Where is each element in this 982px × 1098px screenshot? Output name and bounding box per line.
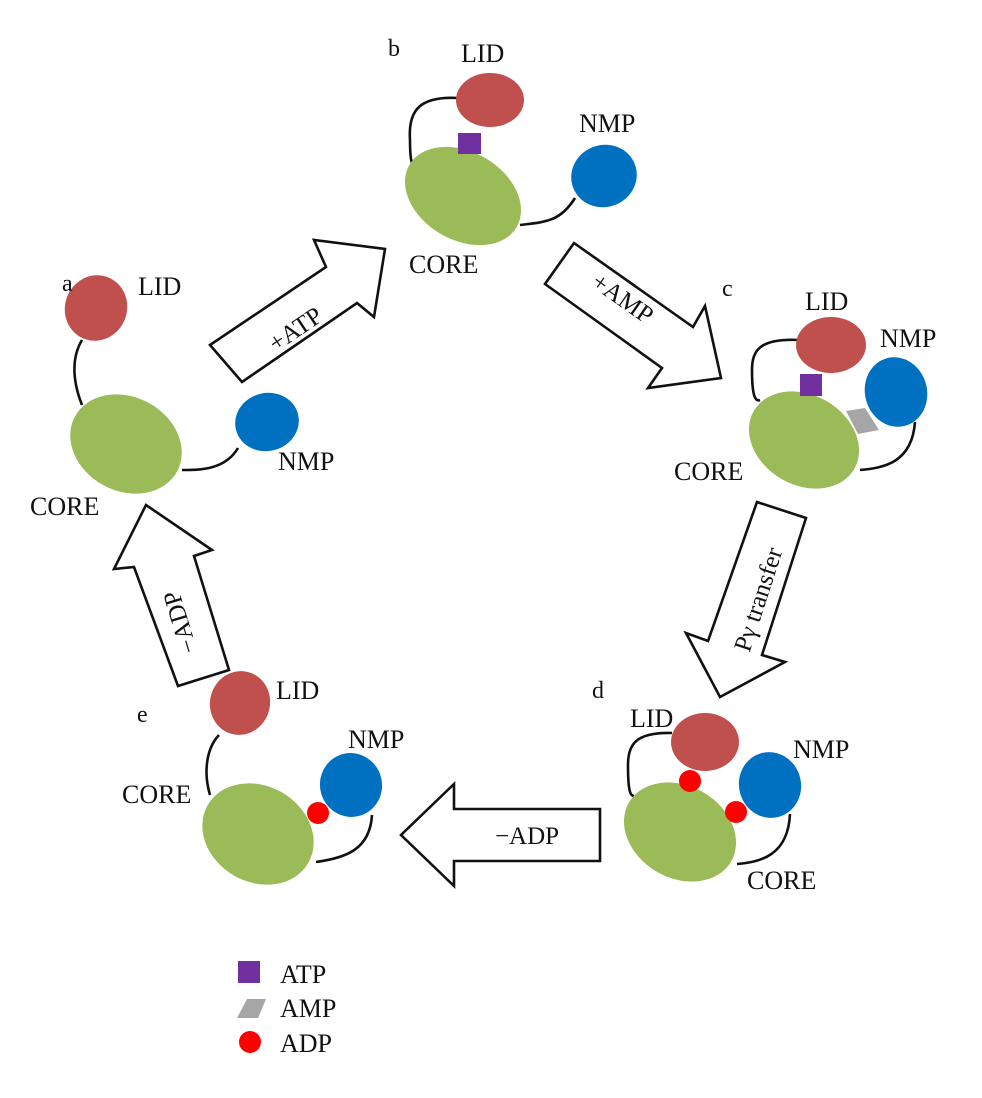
state-b-nmp-label: NMP xyxy=(579,109,635,138)
arrow-shape-c-to-d xyxy=(683,500,808,699)
state-d-lid-domain xyxy=(671,713,739,771)
state-a-lid-core-linker xyxy=(73,339,84,406)
state-e-adp-ligand xyxy=(307,802,329,824)
state-b: b LID NMP CORE xyxy=(388,36,637,279)
state-d-lid-core-linker xyxy=(626,731,673,798)
state-e-nmp-domain xyxy=(319,753,383,817)
state-e-panel-label: e xyxy=(137,702,148,728)
state-b-core-label: CORE xyxy=(409,250,478,279)
state-b-panel-label: b xyxy=(388,36,400,62)
amp-parallelogram-icon xyxy=(237,999,266,1018)
transition-arrow-e-to-a: −ADP xyxy=(111,503,231,688)
state-c-amp-ligand xyxy=(846,408,879,434)
state-b-nmp-domain xyxy=(571,144,637,208)
adp-circle-icon xyxy=(239,1031,261,1053)
state-e-core-domain xyxy=(202,783,314,885)
state-a-panel-label: a xyxy=(62,271,73,297)
state-c-core-domain xyxy=(748,391,860,489)
state-b-lid-domain xyxy=(456,73,524,127)
arrow-shape-e-to-a xyxy=(111,503,231,688)
transition-arrow-a-to-b: +ATP xyxy=(208,238,387,384)
state-b-lid-label: LID xyxy=(461,39,504,68)
arrow-shape-b-to-c xyxy=(543,241,723,390)
arrow-shape-a-to-b xyxy=(208,238,387,384)
state-e-lid-core-linker xyxy=(205,734,220,796)
transition-arrow-b-to-c: +AMP xyxy=(543,241,723,390)
state-c-lid-domain xyxy=(796,317,866,373)
state-c-nmp-label: NMP xyxy=(880,324,936,353)
state-a-core-domain xyxy=(70,394,182,494)
state-c-nmp-domain xyxy=(864,357,928,427)
state-d-core-domain xyxy=(623,782,737,882)
state-d-nmp-domain xyxy=(738,752,802,818)
state-c-atp-ligand xyxy=(800,374,822,396)
legend: ATP AMP ADP xyxy=(237,960,336,1058)
state-a-core-label: CORE xyxy=(30,492,99,521)
state-d-lid-label: LID xyxy=(630,704,673,733)
legend-item-adp: ADP xyxy=(239,1029,332,1058)
state-e-core-label: CORE xyxy=(122,780,191,809)
legend-atp-label: ATP xyxy=(280,960,326,989)
state-c: c LID NMP CORE xyxy=(674,276,936,489)
legend-item-amp: AMP xyxy=(237,994,336,1023)
state-d-nmp-label: NMP xyxy=(793,735,849,764)
state-e-lid-domain xyxy=(209,671,271,735)
state-d-adp-ligand-2 xyxy=(725,801,747,823)
state-e: e LID NMP CORE xyxy=(122,671,404,885)
arrow-shape-d-to-e xyxy=(399,780,602,890)
state-c-panel-label: c xyxy=(722,276,733,302)
state-e-nmp-label: NMP xyxy=(348,725,404,754)
state-a-nmp-label: NMP xyxy=(278,447,334,476)
state-d-adp-ligand-1 xyxy=(679,770,701,792)
state-c-lid-core-linker xyxy=(750,338,801,402)
state-b-atp-ligand xyxy=(458,133,481,154)
state-c-core-nmp-linker xyxy=(859,421,917,472)
state-d: d LID NMP CORE xyxy=(592,678,849,895)
state-e-lid-label: LID xyxy=(276,676,319,705)
atp-square-icon xyxy=(238,961,260,983)
transition-arrow-d-to-e: −ADP xyxy=(399,780,602,890)
legend-item-atp: ATP xyxy=(238,960,326,989)
state-b-core-domain xyxy=(404,146,522,246)
state-a: a LID NMP CORE xyxy=(30,271,334,521)
state-b-core-nmp-linker xyxy=(519,197,577,227)
state-d-core-label: CORE xyxy=(747,866,816,895)
state-a-core-nmp-linker xyxy=(181,447,240,472)
state-e-core-nmp-linker xyxy=(315,814,374,864)
state-a-nmp-domain xyxy=(235,392,299,452)
state-c-core-label: CORE xyxy=(674,457,743,486)
state-d-core-nmp-linker xyxy=(736,813,792,866)
transition-arrow-c-to-d: Pγ transfer xyxy=(683,500,808,699)
legend-adp-label: ADP xyxy=(280,1029,332,1058)
state-a-lid-label: LID xyxy=(138,272,181,301)
state-d-panel-label: d xyxy=(592,678,604,704)
arrow-label-d-to-e: −ADP xyxy=(495,823,559,850)
state-c-lid-label: LID xyxy=(805,287,848,316)
legend-amp-label: AMP xyxy=(280,994,336,1023)
state-a-lid-domain xyxy=(64,275,128,341)
